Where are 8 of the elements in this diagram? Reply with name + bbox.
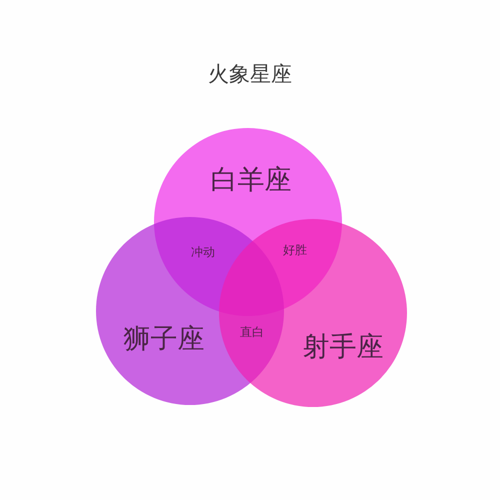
- diagram-title: 火象星座: [208, 64, 292, 85]
- set-label: 射手座: [302, 334, 384, 360]
- overlap-label: 直白: [240, 326, 264, 338]
- overlap-label: 好胜: [283, 244, 307, 256]
- set-label: 白羊座: [210, 166, 292, 194]
- set-label: 狮子座: [124, 326, 204, 352]
- venn-circle: [219, 219, 407, 407]
- overlap-label: 冲动: [191, 246, 215, 258]
